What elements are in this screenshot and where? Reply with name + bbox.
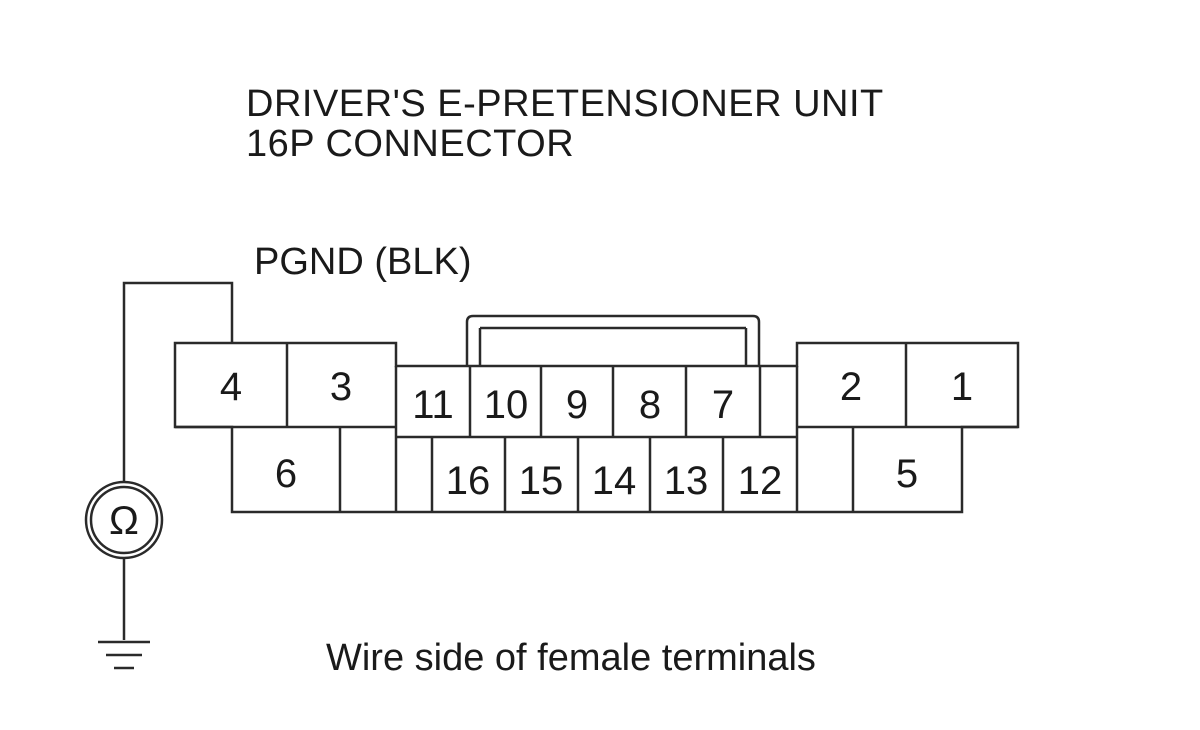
ohmmeter-icon — [84, 480, 164, 560]
pin-label: 9 — [566, 383, 588, 427]
pin-label: 10 — [484, 383, 529, 427]
pin-label: 5 — [896, 452, 918, 496]
pin-label: 15 — [519, 459, 564, 503]
pin-label: 14 — [592, 459, 637, 503]
diagram-title-line-2: 16P CONNECTOR — [246, 123, 575, 165]
diagram-caption: Wire side of female terminals — [326, 637, 816, 679]
ohm-symbol: Ω — [109, 499, 139, 543]
pin-label: 7 — [712, 383, 734, 427]
pin-label: 12 — [738, 459, 783, 503]
pin-label: 16 — [446, 459, 491, 503]
pin-label: 13 — [664, 459, 709, 503]
pin-label: 3 — [330, 365, 352, 409]
pin-label: 6 — [275, 452, 297, 496]
connector-lock-tab — [465, 314, 761, 366]
test-lead-wire — [122, 281, 234, 482]
ground-icon — [98, 640, 150, 670]
pin-label: 2 — [840, 365, 862, 409]
pin-label: 11 — [412, 383, 454, 427]
wire-label: PGND (BLK) — [254, 241, 472, 283]
diagram-title-line-1: DRIVER'S E-PRETENSIONER UNIT — [246, 83, 884, 125]
pin-label: 1 — [951, 365, 973, 409]
pin-label: 4 — [220, 365, 242, 409]
pin-label: 8 — [639, 383, 661, 427]
